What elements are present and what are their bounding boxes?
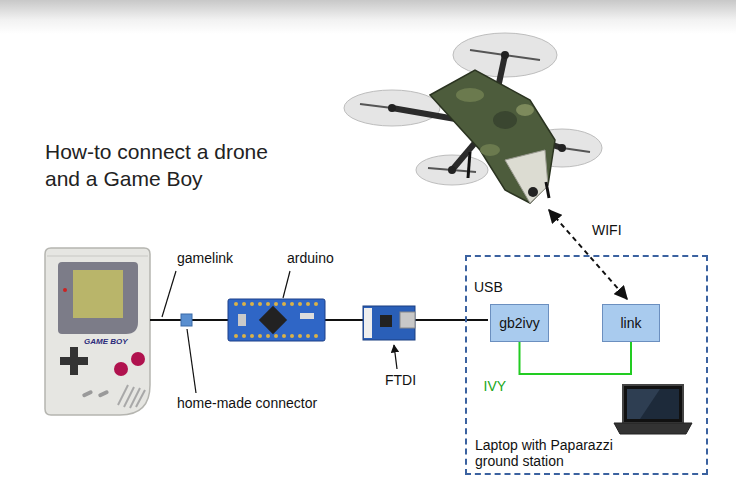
link-label: WIFI	[592, 222, 622, 239]
drone-picture	[516, 104, 534, 116]
node-text: link	[620, 315, 641, 332]
arduino-board	[306, 334, 310, 338]
game-boy-picture	[58, 262, 138, 334]
game-boy-picture	[136, 390, 145, 407]
game-boy-picture	[70, 347, 78, 375]
game-boy-picture	[98, 390, 110, 398]
arduino-board	[242, 302, 246, 306]
bus-line	[520, 342, 632, 374]
leader-line	[187, 329, 196, 393]
arduino-board	[274, 302, 278, 306]
arduino-board	[300, 313, 314, 319]
laptop-picture	[627, 389, 660, 419]
ftdi-board	[363, 306, 415, 340]
arduino-board	[258, 302, 262, 306]
arduino-board	[266, 334, 270, 338]
bus-label: IVY	[482, 378, 509, 395]
drone-picture	[470, 50, 540, 60]
part-label: arduino	[287, 250, 334, 267]
node-text: Laptop with Paparazzi ground station	[475, 437, 645, 469]
ftdi-board	[364, 308, 372, 338]
drone-picture	[344, 33, 602, 203]
drone-picture	[344, 90, 440, 126]
game-boy-picture	[73, 270, 123, 318]
part-label: home-made connector	[177, 395, 317, 412]
game-boy-picture	[45, 248, 150, 415]
ftdi-board	[380, 315, 392, 327]
arduino-board	[298, 302, 302, 306]
diagram-title: How-to connect a drone and a Game Boy	[45, 138, 295, 192]
game-boy-picture	[45, 248, 150, 415]
arduino-board	[274, 334, 278, 338]
drone-picture	[388, 104, 396, 112]
arduino-board	[234, 302, 238, 306]
laptop-picture	[627, 389, 679, 419]
arduino-board	[282, 334, 286, 338]
arduino-board	[266, 302, 270, 306]
logo-text: GAME BOY	[84, 337, 128, 346]
leader-line	[283, 271, 290, 298]
arduino-board	[242, 334, 246, 338]
game-boy-picture	[114, 362, 128, 376]
laptop-picture	[614, 423, 692, 434]
arduino-board	[259, 306, 287, 334]
drone-picture	[505, 150, 548, 203]
node-text: gb2ivy	[499, 315, 539, 332]
drone-picture	[468, 152, 470, 178]
arduino-board	[234, 302, 318, 338]
drone-picture	[456, 88, 484, 102]
process-box: link	[602, 304, 660, 342]
arduino-board	[258, 334, 262, 338]
arduino-board	[250, 334, 254, 338]
link-label: USB	[474, 279, 503, 296]
drone-picture	[546, 182, 549, 198]
part-label: FTDI	[385, 372, 416, 389]
game-boy-picture	[47, 256, 148, 257]
laptop-picture	[614, 385, 692, 434]
drone-picture	[528, 187, 538, 197]
arduino-board	[298, 334, 302, 338]
arduino-board	[306, 302, 310, 306]
arduino-board	[290, 334, 294, 338]
drone-picture	[501, 51, 509, 59]
drone-picture	[558, 144, 566, 152]
drone-picture	[493, 111, 517, 129]
drone-picture	[453, 33, 557, 77]
ftdi-board	[363, 306, 415, 340]
arduino-board	[314, 334, 318, 338]
laptop-picture	[623, 385, 683, 423]
drone-picture	[448, 166, 456, 174]
drone-picture	[416, 155, 488, 185]
arduino-board	[228, 299, 325, 341]
game-boy-picture	[130, 388, 140, 408]
arduino-board	[234, 334, 238, 338]
game-boy-picture	[82, 390, 94, 398]
drone-picture	[480, 144, 500, 156]
arduino-board	[238, 314, 246, 326]
arduino-board	[290, 302, 294, 306]
leader-line	[162, 271, 176, 317]
game-boy-picture	[131, 352, 145, 366]
part-label: gamelink	[177, 250, 233, 267]
arduino-board	[282, 302, 286, 306]
arduino-board	[250, 302, 254, 306]
ftdi-board	[400, 312, 415, 328]
game-boy-picture	[63, 288, 67, 292]
arduino-board	[314, 302, 318, 306]
drone-picture	[430, 70, 555, 203]
process-box: gb2ivy	[490, 304, 549, 342]
arduino-board	[228, 299, 325, 341]
connector-symbol	[181, 314, 192, 326]
leader-arrow	[394, 345, 397, 369]
